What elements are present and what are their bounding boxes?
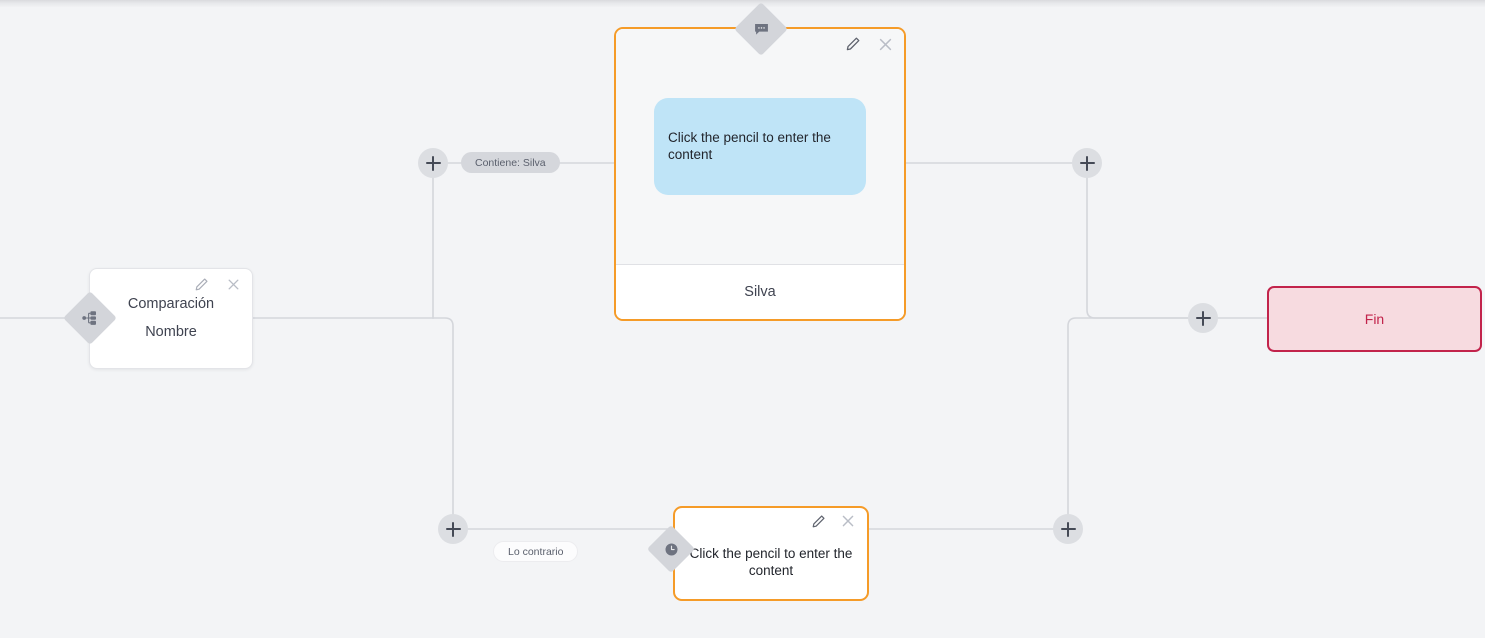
wait-node-actions (809, 512, 857, 530)
comparison-title: Comparación (127, 295, 215, 312)
clock-glyph (661, 539, 681, 559)
node-end[interactable]: Fin (1267, 286, 1482, 352)
message-node-footer: Silva (616, 264, 904, 319)
add-before-end-button[interactable] (1188, 303, 1218, 333)
edge-message-merge (1086, 177, 1189, 319)
branch-split-glyph (80, 308, 100, 328)
pencil-icon[interactable] (844, 35, 862, 53)
close-icon[interactable] (876, 35, 894, 53)
message-placeholder-bubble[interactable]: Click the pencil to enter the content (654, 98, 866, 195)
add-after-wait-button[interactable] (1053, 514, 1083, 544)
add-branch-true-button[interactable] (418, 148, 448, 178)
edge-label-branch-true[interactable]: Contiene: Silva (461, 152, 560, 173)
chat-bubble-icon (734, 2, 788, 56)
node-message[interactable]: Click the pencil to enter the content Si… (614, 27, 906, 321)
pencil-icon[interactable] (192, 275, 210, 293)
comparison-field: Nombre (145, 323, 197, 340)
message-node-body: Click the pencil to enter the content (616, 29, 904, 264)
chat-bubble-glyph (751, 19, 771, 39)
end-node-label: Fin (1364, 311, 1385, 327)
add-after-message-button[interactable] (1072, 148, 1102, 178)
pencil-icon[interactable] (809, 512, 827, 530)
edge-label-branch-false[interactable]: Lo contrario (493, 541, 579, 562)
close-icon[interactable] (224, 275, 242, 293)
wait-node-placeholder-text: Click the pencil to enter the content (689, 545, 853, 578)
comparison-node-actions (192, 275, 242, 293)
add-branch-false-button[interactable] (438, 514, 468, 544)
edge-wait-merge (1067, 317, 1189, 515)
edge-false-riser (432, 317, 454, 515)
message-node-actions (844, 35, 894, 53)
clock-icon (646, 524, 696, 574)
node-wait[interactable]: Click the pencil to enter the content (673, 506, 869, 601)
branch-split-icon (63, 291, 117, 345)
window-top-chrome (0, 0, 1485, 7)
close-icon[interactable] (839, 512, 857, 530)
